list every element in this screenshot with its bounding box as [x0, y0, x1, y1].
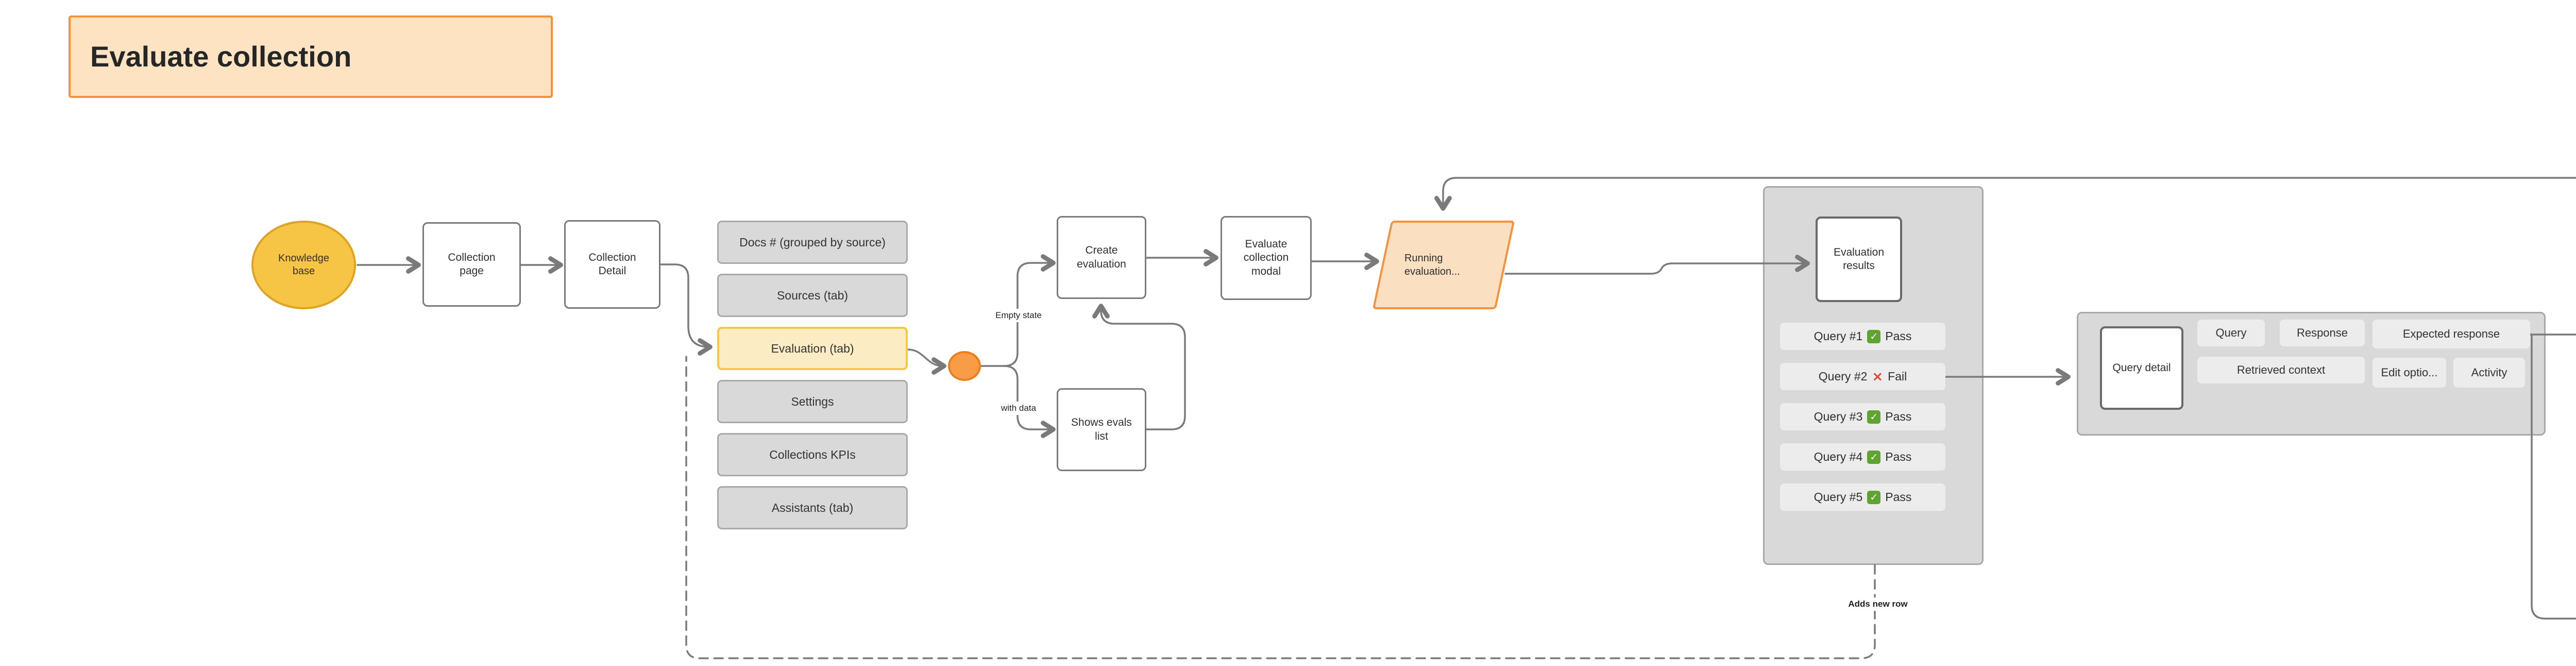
fail-x-icon: ×	[1872, 369, 1884, 385]
node-evaluate-collection-modal[interactable]: Evaluate collection modal	[1221, 216, 1312, 300]
connector-with-data-branch	[1003, 365, 1056, 438]
node-running-evaluation[interactable]: Running evaluation...	[1372, 221, 1515, 309]
chip-retrieved-context[interactable]: Retrieved context	[2197, 357, 2365, 384]
query-row-result: Fail	[1888, 370, 1907, 383]
query-row-result: Pass	[1885, 329, 1912, 343]
branch-circle[interactable]	[948, 351, 981, 381]
edge-label-adds-new-row[interactable]: Adds new row	[1843, 597, 1913, 611]
tab-settings[interactable]: Settings	[717, 380, 908, 423]
query-row-2[interactable]: Query #2 × Fail	[1780, 363, 1945, 390]
connector-run-test-again-loop	[1434, 177, 2576, 211]
query-row-5[interactable]: Query #5 ✓ Pass	[1780, 484, 1945, 511]
page-title[interactable]: Evaluate collection	[69, 15, 553, 98]
connector-running-to-results	[1504, 255, 1810, 275]
node-collection-detail[interactable]: Collection Detail	[564, 220, 660, 309]
pass-check-icon: ✓	[1867, 329, 1881, 343]
query-row-label: Query #2	[1818, 370, 1868, 383]
chip-query[interactable]: Query	[2197, 320, 2265, 346]
edge-label-with-data[interactable]: with data	[995, 402, 1042, 415]
query-row-result: Pass	[1885, 490, 1912, 504]
query-row-result: Pass	[1885, 450, 1912, 463]
tab-collections-kpis[interactable]: Collections KPIs	[717, 433, 908, 476]
edge-label-empty-state[interactable]: Empty state	[990, 309, 1047, 322]
node-query-detail[interactable]: Query detail	[2100, 326, 2183, 410]
chip-activity[interactable]: Activity	[2453, 358, 2525, 388]
chip-edit-options[interactable]: Edit optio...	[2372, 358, 2446, 388]
query-row-result: Pass	[1885, 410, 1912, 423]
connector-tab-to-branch-circle	[907, 348, 946, 375]
node-knowledge-base[interactable]: Knowledge base	[251, 221, 356, 309]
query-row-label: Query #1	[1814, 329, 1863, 343]
pass-check-icon: ✓	[1867, 490, 1881, 504]
pass-check-icon: ✓	[1867, 450, 1881, 464]
query-row-1[interactable]: Query #1 ✓ Pass	[1780, 323, 1945, 350]
query-row-3[interactable]: Query #3 ✓ Pass	[1780, 403, 1945, 430]
tab-docs[interactable]: Docs # (grouped by source)	[717, 221, 908, 264]
node-collection-page[interactable]: Collection page	[422, 222, 521, 307]
pass-check-icon: ✓	[1867, 410, 1881, 424]
query-row-4[interactable]: Query #4 ✓ Pass	[1780, 443, 1945, 471]
running-evaluation-label: Running evaluation...	[1404, 253, 1460, 277]
query-row-label: Query #3	[1814, 410, 1863, 423]
tab-sources[interactable]: Sources (tab)	[717, 274, 908, 317]
tab-assistants[interactable]: Assistants (tab)	[717, 486, 908, 529]
chip-expected-response[interactable]: Expected response	[2372, 320, 2530, 348]
node-shows-evals-list[interactable]: Shows evals list	[1057, 388, 1146, 471]
node-evaluation-results[interactable]: Evaluation results	[1816, 217, 1902, 302]
node-create-evaluation[interactable]: Create evaluation	[1057, 216, 1146, 299]
chip-response[interactable]: Response	[2280, 320, 2365, 346]
connector-detail-to-evaluation-tab	[659, 263, 713, 356]
query-row-label: Query #5	[1814, 490, 1863, 504]
query-row-label: Query #4	[1814, 450, 1863, 463]
tab-evaluation[interactable]: Evaluation (tab)	[717, 327, 908, 370]
